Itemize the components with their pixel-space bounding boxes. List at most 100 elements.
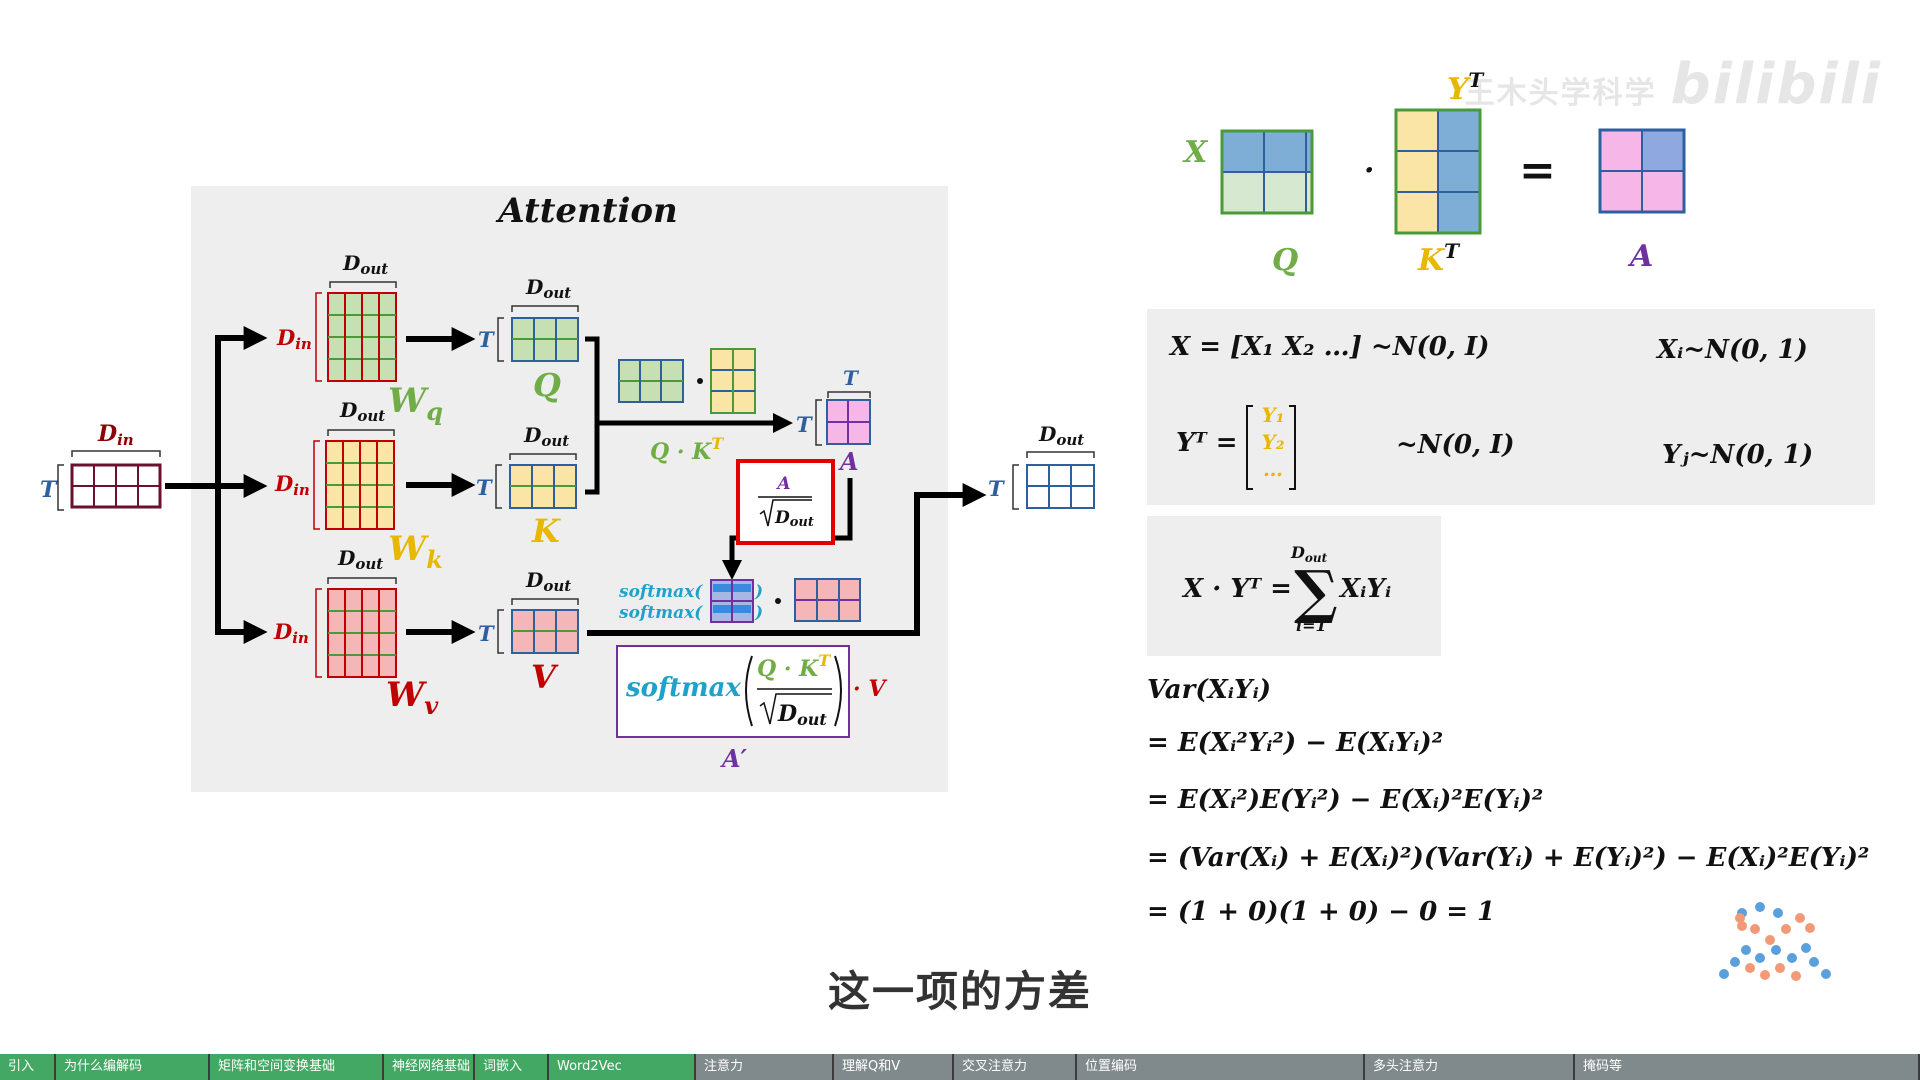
input-dim-label: Din bbox=[97, 421, 134, 449]
result-rows-label: T bbox=[988, 476, 1005, 501]
input-matrix: Din T bbox=[40, 421, 162, 511]
decorative-dot bbox=[1787, 953, 1797, 963]
scale-numerator: A bbox=[775, 474, 790, 494]
chapter-segment[interactable]: 掩码等 bbox=[1575, 1054, 1920, 1080]
wk-col-label: Dout bbox=[339, 398, 385, 425]
distribution-panel bbox=[1147, 309, 1875, 505]
wq-row-label: Din bbox=[276, 325, 312, 353]
yj-distribution: Yⱼ~N(0, 1) bbox=[1662, 440, 1814, 470]
k-matrix: Dout T K bbox=[476, 423, 577, 550]
softmax-text-2: softmax( bbox=[618, 603, 703, 623]
scale-box: A Dout bbox=[736, 459, 835, 545]
decorative-dot bbox=[1775, 963, 1785, 973]
matmul-dot: · bbox=[1364, 153, 1374, 188]
decorative-dot bbox=[1755, 953, 1765, 963]
variance-line-5: = (1 + 0)(1 + 0) − 0 = 1 bbox=[1147, 897, 1496, 927]
qk-product: Q · KT bbox=[618, 348, 756, 465]
input-rows-label: T bbox=[40, 477, 58, 503]
decorative-dot bbox=[1735, 913, 1745, 923]
v-to-result-arrow bbox=[587, 483, 987, 636]
matmul-yt-label: YT bbox=[1447, 68, 1485, 107]
decorative-dot bbox=[1809, 957, 1819, 967]
qk-label: Q · KT bbox=[650, 434, 724, 465]
decorative-dot bbox=[1755, 902, 1765, 912]
sum-symbol: ∑ bbox=[1294, 558, 1338, 626]
chapter-segment[interactable]: 矩阵和空间变换基础 bbox=[210, 1054, 384, 1080]
yt-lhs: Yᵀ = bbox=[1176, 428, 1238, 458]
v-label: V bbox=[531, 658, 559, 696]
softmax-close-2: ) bbox=[754, 603, 763, 623]
attention-title: Attention bbox=[495, 191, 678, 231]
decorative-dot bbox=[1773, 908, 1783, 918]
sum-term: XᵢYᵢ bbox=[1340, 574, 1392, 604]
yt-vector: Y₁ Y₂ … bbox=[1256, 402, 1290, 483]
chapter-segment[interactable]: 引入 bbox=[0, 1054, 56, 1080]
branch-arrows bbox=[165, 326, 268, 644]
video-subtitle: 这一项的方差 bbox=[827, 967, 1092, 1016]
matmul-illustration: X Q · YT KT = A bbox=[1182, 68, 1686, 278]
chapter-segment[interactable]: 词嵌入 bbox=[475, 1054, 549, 1080]
decorative-dot bbox=[1821, 969, 1831, 979]
matmul-kt-label: KT bbox=[1417, 239, 1461, 278]
decorative-dot bbox=[1805, 923, 1815, 933]
weight-q: Dout Din Wq bbox=[276, 251, 443, 426]
wq-label: Wq bbox=[388, 381, 443, 426]
weight-to-output-arrows bbox=[406, 327, 476, 644]
scale-denominator: Dout bbox=[774, 508, 814, 530]
dot-product-lhs: X · Yᵀ = bbox=[1183, 574, 1292, 604]
yt-entry-3: … bbox=[1263, 457, 1283, 481]
watermark-text: 王木头学科学 bbox=[1464, 76, 1657, 111]
decorative-dot bbox=[1730, 957, 1740, 967]
yt-distribution: ~N(0, I) bbox=[1396, 430, 1515, 460]
variance-line-2: = E(Xᵢ²Yᵢ²) − E(XᵢYᵢ)² bbox=[1147, 728, 1444, 758]
k-label: K bbox=[531, 512, 561, 550]
dot-product-panel bbox=[1147, 516, 1441, 656]
chapter-segment[interactable]: 多头注意力 bbox=[1365, 1054, 1575, 1080]
decorative-dot bbox=[1795, 913, 1805, 923]
a-prime-label: A′ bbox=[720, 744, 748, 773]
chapter-segment[interactable]: Word2Vec bbox=[549, 1054, 696, 1080]
chapter-segment[interactable]: 交叉注意力 bbox=[954, 1054, 1077, 1080]
chapter-segment[interactable]: 注意力 bbox=[696, 1054, 834, 1080]
decorative-dot bbox=[1765, 935, 1775, 945]
variance-line-1: Var(XᵢYᵢ) bbox=[1147, 675, 1272, 705]
variance-line-3: = E(Xᵢ²)E(Yᵢ²) − E(Xᵢ)²E(Yᵢ)² bbox=[1147, 785, 1544, 815]
decorative-dot bbox=[1750, 924, 1760, 934]
decorative-dot bbox=[1781, 924, 1791, 934]
wq-col-label: Dout bbox=[342, 251, 388, 278]
final-formula-box: softmax Q · KT Dout · V A′ bbox=[616, 645, 887, 773]
sum-lower-limit: i=1 bbox=[1296, 616, 1327, 635]
wv-label: Wv bbox=[386, 675, 439, 720]
q-rows-label: T bbox=[478, 327, 495, 352]
xi-distribution: Xᵢ~N(0, 1) bbox=[1657, 335, 1808, 365]
v-rows-label: T bbox=[478, 621, 495, 646]
decorative-dot bbox=[1741, 945, 1751, 955]
final-numerator: Q · KT bbox=[757, 651, 831, 682]
wk-row-label: Din bbox=[274, 471, 310, 499]
variance-line-4: = (Var(Xᵢ) + E(Xᵢ)²)(Var(Yᵢ) + E(Yᵢ)²) −… bbox=[1147, 843, 1870, 873]
final-mult-v: · V bbox=[853, 676, 887, 702]
chapter-segment[interactable]: 位置编码 bbox=[1077, 1054, 1365, 1080]
final-denominator: Dout bbox=[777, 701, 827, 729]
q-matrix: Dout T Q bbox=[478, 275, 579, 404]
yt-entry-2: Y₂ bbox=[1261, 430, 1285, 454]
decorative-dot bbox=[1801, 943, 1811, 953]
a-label: A bbox=[838, 447, 859, 476]
wv-row-label: Din bbox=[273, 619, 309, 647]
chapter-segment[interactable]: 为什么编解码 bbox=[56, 1054, 210, 1080]
chapter-segment[interactable]: 神经网络基础 bbox=[384, 1054, 475, 1080]
softmax-text-1: softmax( bbox=[618, 582, 703, 602]
chapter-segment[interactable]: 理解Q和V bbox=[834, 1054, 954, 1080]
v-matrix: Dout T V bbox=[478, 568, 579, 696]
sum-upper-limit: Dout bbox=[1291, 543, 1328, 566]
decorative-dot bbox=[1719, 969, 1729, 979]
a-dim-label: T bbox=[843, 366, 860, 390]
yt-entry-1: Y₁ bbox=[1261, 403, 1285, 427]
result-dim-label: Dout bbox=[1038, 422, 1084, 449]
q-label: Q bbox=[533, 366, 561, 404]
k-rows-label: T bbox=[476, 475, 493, 500]
softmax-close-1: ) bbox=[754, 582, 763, 602]
v-dim-label: Dout bbox=[525, 568, 571, 595]
matmul-q-label: Q bbox=[1272, 243, 1298, 278]
